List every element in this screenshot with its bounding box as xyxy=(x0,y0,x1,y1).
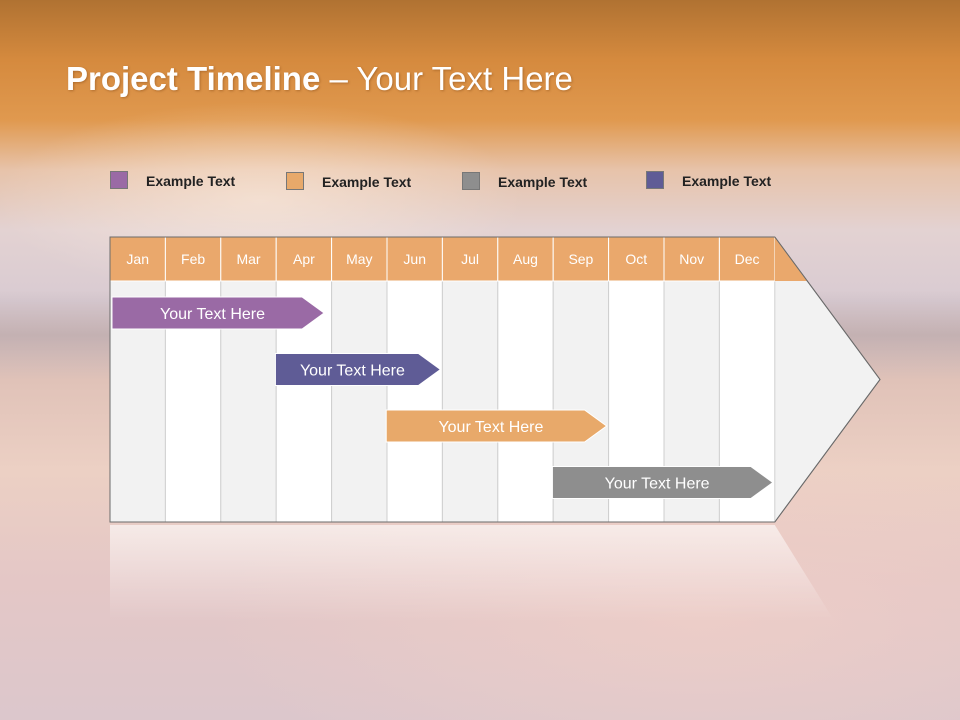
task-bar-label: Your Text Here xyxy=(160,306,265,323)
title-bold: Project Timeline xyxy=(66,60,321,97)
legend-label: Example Text xyxy=(498,174,588,190)
month-header-cell xyxy=(331,236,388,282)
timeline-outline xyxy=(109,236,881,523)
task-bar-4: Your Text Here xyxy=(551,466,774,499)
task-bar-label: Your Text Here xyxy=(300,363,405,380)
legend-label: Example Text xyxy=(682,173,772,189)
month-label-jun: Jun xyxy=(403,251,426,267)
month-header-cell xyxy=(275,236,333,282)
month-label-aug: Aug xyxy=(513,251,538,267)
month-label-jul: Jul xyxy=(461,251,479,267)
task-bar-shape xyxy=(274,353,442,386)
timeline-header: Jan Feb Mar Apr May Jun Jul Aug Sep Oct Nov Dec xyxy=(109,236,881,523)
month-label-apr: Apr xyxy=(293,251,315,267)
month-label-mar: Mar xyxy=(236,251,260,267)
month-header-cell xyxy=(386,236,443,282)
page-title: Project Timeline – Your Text Here xyxy=(66,60,573,98)
month-column-aug xyxy=(497,280,554,523)
month-header-cell xyxy=(441,236,499,282)
month-header-cell xyxy=(109,236,166,282)
month-label-sep: Sep xyxy=(568,251,593,267)
month-label-dec: Dec xyxy=(735,251,760,267)
task-bar-1: Your Text Here xyxy=(111,296,325,330)
month-column-may xyxy=(331,280,388,523)
month-label-jan: Jan xyxy=(126,251,149,267)
title-rest: – Your Text Here xyxy=(320,60,573,97)
month-label-oct: Oct xyxy=(625,251,647,267)
legend-label: Example Text xyxy=(146,173,236,189)
month-header-cell xyxy=(608,236,665,282)
legend-label: Example Text xyxy=(322,174,412,190)
legend-swatch xyxy=(110,171,128,189)
task-bar-label: Your Text Here xyxy=(605,476,710,493)
timeline-reflection xyxy=(110,525,835,622)
legend-swatch xyxy=(462,172,480,190)
month-header-cell xyxy=(497,236,554,282)
task-bar-shape xyxy=(385,409,608,443)
timeline-reflection-shape xyxy=(110,525,835,622)
month-label-nov: Nov xyxy=(679,251,704,267)
task-bar-3: Your Text Here xyxy=(385,409,608,443)
month-label-may: May xyxy=(346,251,372,267)
month-header-cell xyxy=(718,236,776,282)
month-column-jun xyxy=(386,280,443,523)
month-column-jul xyxy=(441,280,499,523)
legend-swatch xyxy=(646,171,664,189)
legend-swatch xyxy=(286,172,304,190)
task-bar-2: Your Text Here xyxy=(274,353,442,386)
task-bar-label: Your Text Here xyxy=(438,419,543,436)
month-label-feb: Feb xyxy=(181,251,205,267)
task-bar-shape xyxy=(111,296,325,330)
task-bar-shape xyxy=(551,466,774,499)
